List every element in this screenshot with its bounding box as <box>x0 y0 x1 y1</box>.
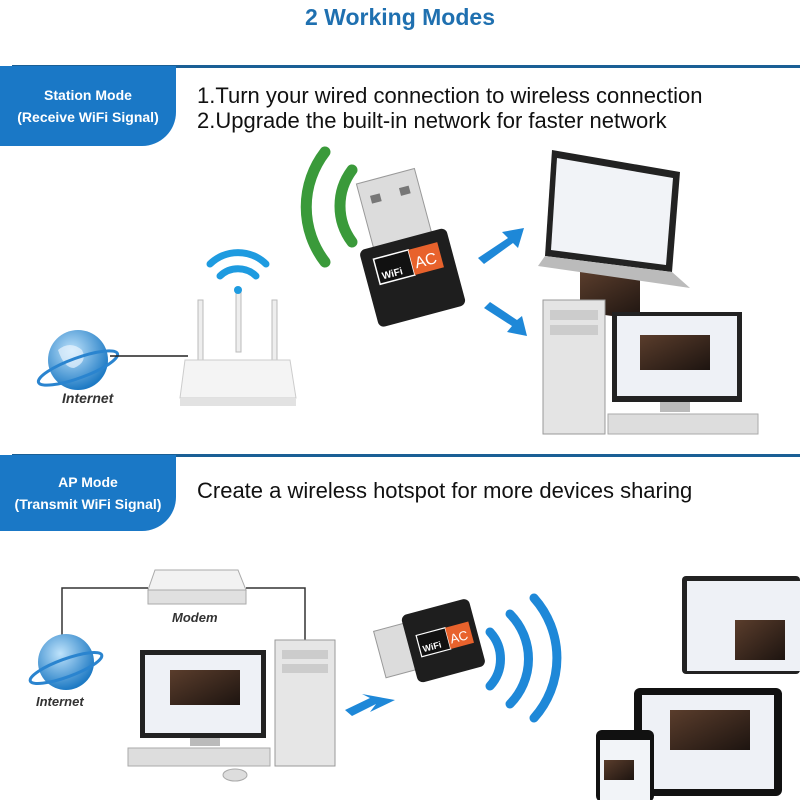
wifi-transmit-signal-icon <box>485 593 562 723</box>
usb-wifi-adapter-icon: WiFi AC <box>372 599 485 683</box>
globe-icon <box>28 634 104 690</box>
adapter-wifi-logo: WiFi <box>422 639 443 654</box>
adapter-ac-logo: AC <box>413 250 439 272</box>
router-icon <box>179 291 297 406</box>
cable <box>61 587 306 640</box>
internet-label: Internet <box>36 694 84 709</box>
arrow-right-icon <box>478 228 527 336</box>
station-mode-subtitle: (Receive WiFi Signal) <box>17 109 159 125</box>
station-line-1: 1.Turn your wired connection to wireless… <box>197 83 703 108</box>
modem-label: Modem <box>172 610 218 625</box>
ap-mode-subtitle: (Transmit WiFi Signal) <box>14 496 162 512</box>
desktop-computer-icon <box>127 639 336 782</box>
laptop-icon <box>682 576 800 674</box>
adapter-ac-logo: AC <box>448 627 469 646</box>
smartphone-icon <box>596 730 654 800</box>
station-mode-title: Station Mode <box>44 87 132 103</box>
tablet-icon <box>634 688 782 796</box>
section-divider <box>12 65 800 68</box>
desktop-computer-icon <box>542 299 759 435</box>
usb-wifi-adapter-icon: WiFi AC <box>355 167 466 327</box>
page-title: 2 Working Modes <box>305 4 495 30</box>
arrow-left-icon <box>345 694 395 716</box>
ap-mode-tab: AP Mode (Transmit WiFi Signal) <box>0 455 176 531</box>
station-mode-description: 1.Turn your wired connection to wireless… <box>197 83 702 133</box>
wifi-signal-icon <box>206 249 270 294</box>
adapter-wifi-logo: WiFi <box>381 266 404 282</box>
ap-mode-title: AP Mode <box>58 474 118 490</box>
section-divider <box>12 454 800 457</box>
laptop-icon <box>538 150 690 320</box>
station-mode-tab: Station Mode (Receive WiFi Signal) <box>0 66 176 146</box>
station-line-2: 2.Upgrade the built-in network for faste… <box>197 108 667 133</box>
globe-icon <box>36 330 120 390</box>
internet-label: Internet <box>62 390 115 406</box>
modem-icon <box>147 569 247 605</box>
ap-mode-description: Create a wireless hotspot for more devic… <box>197 478 693 503</box>
